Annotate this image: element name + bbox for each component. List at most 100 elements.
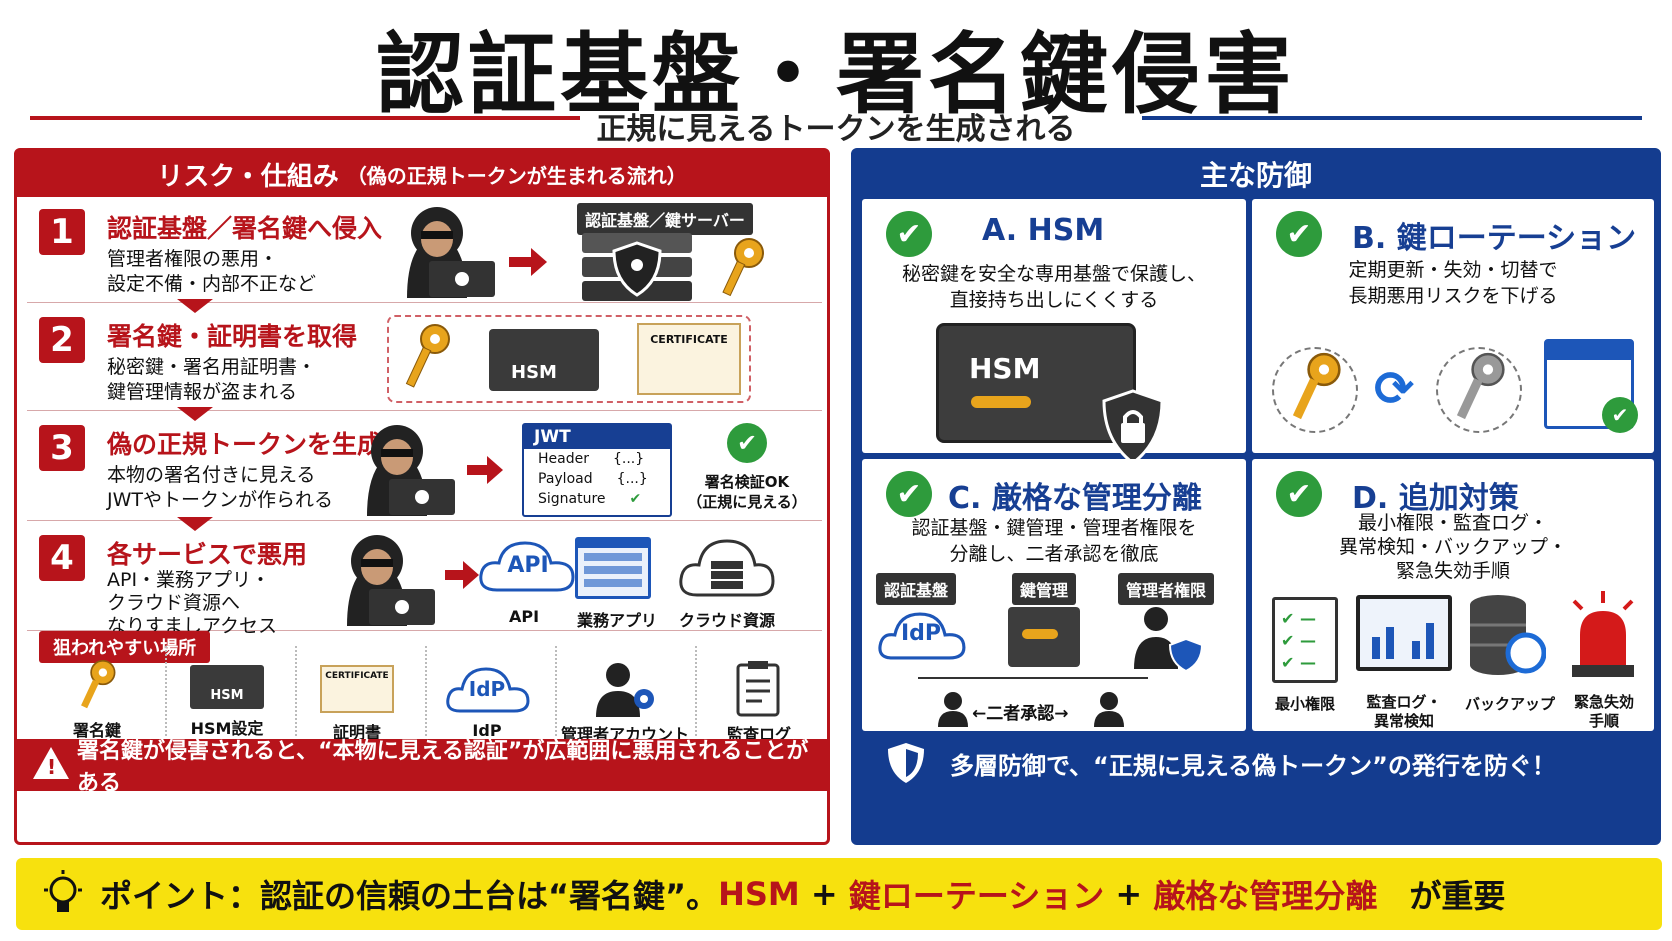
step-number: 4 bbox=[39, 535, 85, 581]
jwt-row: Header{...} bbox=[524, 449, 670, 469]
server-shield-icon bbox=[582, 233, 692, 301]
jwt-value: {...} bbox=[616, 471, 648, 487]
point-banner: ポイント：認証の信頼の土台は“署名鍵”。 HSM + 鍵ローテーション + 厳格… bbox=[16, 858, 1662, 930]
target-item-cert: CERTIFICATE 証明書 bbox=[297, 659, 417, 743]
business-app-icon bbox=[575, 537, 651, 599]
jwt-field: Signature bbox=[538, 491, 606, 507]
defense-title: D. 追加対策 bbox=[1352, 481, 1519, 516]
jwt-row: Signature ✔ bbox=[524, 489, 670, 509]
arrow-icon bbox=[467, 456, 503, 484]
point-plus: + bbox=[799, 875, 849, 913]
old-key-icon bbox=[1272, 347, 1358, 433]
check-icon: ✔ bbox=[886, 211, 932, 257]
sig-ok-sub: （正規に見える） bbox=[687, 493, 807, 511]
lock-shield-icon bbox=[1102, 389, 1164, 465]
point-separation: 厳格な管理分離 bbox=[1153, 877, 1378, 915]
jwt-field: Header bbox=[538, 451, 589, 467]
server-badge: 認証基盤／鍵サーバー bbox=[577, 203, 753, 235]
hsm-safe-label: HSM bbox=[969, 352, 1041, 385]
certificate-icon: CERTIFICATE bbox=[320, 665, 394, 713]
defense-rotation: ✔ B. 鍵ローテーション 定期更新・失効・切替で 長期悪用リスクを下げる ⟳ … bbox=[1252, 199, 1654, 453]
key-icon bbox=[405, 324, 450, 388]
defense-additional: ✔ D. 追加対策 最小権限・監査ログ・ 異常検知・バックアップ・ 緊急失効手順… bbox=[1252, 459, 1654, 731]
jwt-token: JWT Header{...} Payload{...} Signature✔ bbox=[522, 423, 672, 517]
risk-step-1: 1 認証基盤／署名鍵へ侵入 管理者権限の悪用・ 設定不備・内部不正など 認証基盤… bbox=[27, 199, 822, 303]
target-label: 業務アプリ bbox=[576, 611, 657, 630]
clipboard-icon bbox=[736, 661, 780, 717]
defense-title: A. HSM bbox=[982, 213, 1105, 248]
hsm-safe-icon: HSM bbox=[936, 323, 1136, 443]
shield-icon bbox=[888, 743, 924, 783]
key-icon bbox=[81, 659, 116, 709]
target-item-idp: IdP IdP bbox=[427, 659, 547, 740]
targets-tag: 狙われやすい場所 bbox=[39, 631, 211, 663]
key-icon bbox=[722, 238, 764, 297]
arrow-icon bbox=[509, 248, 547, 276]
point-hsm: HSM bbox=[718, 875, 800, 913]
target-item-key: 署名鍵 bbox=[37, 659, 157, 741]
key-safe-icon bbox=[1008, 607, 1080, 667]
separator bbox=[165, 646, 167, 736]
defense-panel-header: 主な防御 bbox=[1199, 159, 1312, 192]
rotate-icon: ⟳ bbox=[1374, 361, 1415, 417]
defense-separation: ✔ C. 厳格な管理分離 認証基盤・鍵管理・管理者権限を 分離し、二者承認を徹底… bbox=[862, 459, 1246, 731]
sep-tag: 鍵管理 bbox=[1012, 573, 1077, 605]
risk-header-title: リスク・仕組み bbox=[157, 161, 339, 192]
risk-step-2: 2 署名鍵・証明書を取得 秘密鍵・署名用証明書・ 鍵管理情報が盗まれる HSM … bbox=[27, 307, 822, 411]
api-cloud-icon bbox=[479, 541, 575, 592]
risk-footer-text: 署名鍵が侵害されると、“本物に見える認証”が広範囲に悪用されることがある bbox=[77, 739, 809, 796]
step-desc: 秘密鍵・署名用証明書・ 鍵管理情報が盗まれる bbox=[107, 356, 317, 403]
target-label: HSM設定 bbox=[190, 719, 264, 738]
defense-desc: 認証基盤・鍵管理・管理者権限を 分離し、二者承認を徹底 bbox=[911, 517, 1197, 565]
sep-tag: 認証基盤 bbox=[876, 573, 957, 605]
defense-desc: 最小権限・監査ログ・ 異常検知・バックアップ・ 緊急失効手順 bbox=[1338, 512, 1567, 582]
risk-header-sub: （偽の正規トークンが生まれる流れ） bbox=[346, 163, 687, 188]
jwt-field: Payload bbox=[538, 471, 593, 487]
measure-label: 最小権限 bbox=[1274, 695, 1335, 713]
hsm-icon: HSM bbox=[489, 329, 599, 391]
page-subtitle: 正規に見えるトークンを生成される bbox=[596, 112, 1076, 147]
check-icon: ✔ bbox=[629, 491, 642, 507]
siren-icon bbox=[1572, 591, 1634, 677]
arrow-icon bbox=[445, 561, 479, 589]
target-label: 署名鍵 bbox=[72, 721, 121, 740]
risk-footer: ! 署名鍵が侵害されると、“本物に見える認証”が広範囲に悪用されることがある bbox=[17, 739, 827, 796]
defense-footer-text: 多層防御で、“正規に見える偽トークン”の発行を防ぐ！ bbox=[950, 751, 1556, 780]
lightbulb-icon bbox=[44, 870, 82, 912]
checklist-icon: ✔ —✔ —✔ — bbox=[1272, 597, 1338, 683]
new-key-icon bbox=[1436, 347, 1522, 433]
admin-shield-icon bbox=[1134, 607, 1204, 673]
step-title: 認証基盤／署名鍵へ侵入 bbox=[107, 214, 383, 243]
check-icon: ✔ bbox=[1276, 211, 1322, 257]
defense-desc: 秘密鍵を安全な専用基盤で保護し、 直接持ち出しにくくする bbox=[901, 263, 1206, 311]
approval-line bbox=[918, 677, 1148, 679]
idp-cloud-icon: IdP bbox=[444, 663, 530, 717]
point-plus: + bbox=[1104, 875, 1154, 913]
jwt-row: Payload {...} bbox=[524, 469, 670, 489]
idp-text: IdP bbox=[468, 677, 506, 701]
database-backup-icon bbox=[1470, 595, 1546, 675]
measure-label: 監査ログ・ 異常検知 bbox=[1366, 693, 1442, 730]
defense-hsm: ✔ A. HSM 秘密鍵を安全な専用基盤で保護し、 直接持ち出しにくくする HS… bbox=[862, 199, 1246, 465]
certificate-icon: CERTIFICATE bbox=[637, 323, 741, 395]
defense-panel: 主な防御 ✔ A. HSM 秘密鍵を安全な専用基盤で保護し、 直接持ち出しにくく… bbox=[851, 148, 1661, 845]
measure-label: バックアップ bbox=[1464, 695, 1555, 713]
sig-ok-label: 署名検証OK bbox=[704, 473, 790, 491]
step-title: 署名鍵・証明書を取得 bbox=[107, 322, 358, 351]
defense-title: B. 鍵ローテーション bbox=[1352, 221, 1637, 256]
stolen-assets-box: HSM CERTIFICATE bbox=[387, 315, 751, 403]
measure-label: 緊急失効 手順 bbox=[1573, 693, 1634, 730]
target-label: API bbox=[508, 607, 540, 626]
hacker-icon bbox=[347, 535, 435, 626]
cloud-server-icon bbox=[679, 539, 775, 597]
monitor-icon bbox=[1356, 595, 1452, 671]
separator bbox=[295, 646, 297, 736]
risk-panel: リスク・仕組み （偽の正規トークンが生まれる流れ） 1 認証基盤／署名鍵へ侵入 … bbox=[14, 148, 830, 845]
check-icon: ✔ bbox=[1276, 471, 1322, 517]
separator bbox=[555, 646, 557, 736]
approval-label: ←二者承認→ bbox=[972, 704, 1069, 724]
risk-step-3: 3 偽の正規トークンを生成 本物の署名付きに見える JWTやトークンが作られる … bbox=[27, 415, 822, 521]
title-divider-right bbox=[1142, 116, 1642, 120]
flow-arrow-icon bbox=[177, 407, 213, 421]
warning-icon: ! bbox=[33, 747, 69, 779]
